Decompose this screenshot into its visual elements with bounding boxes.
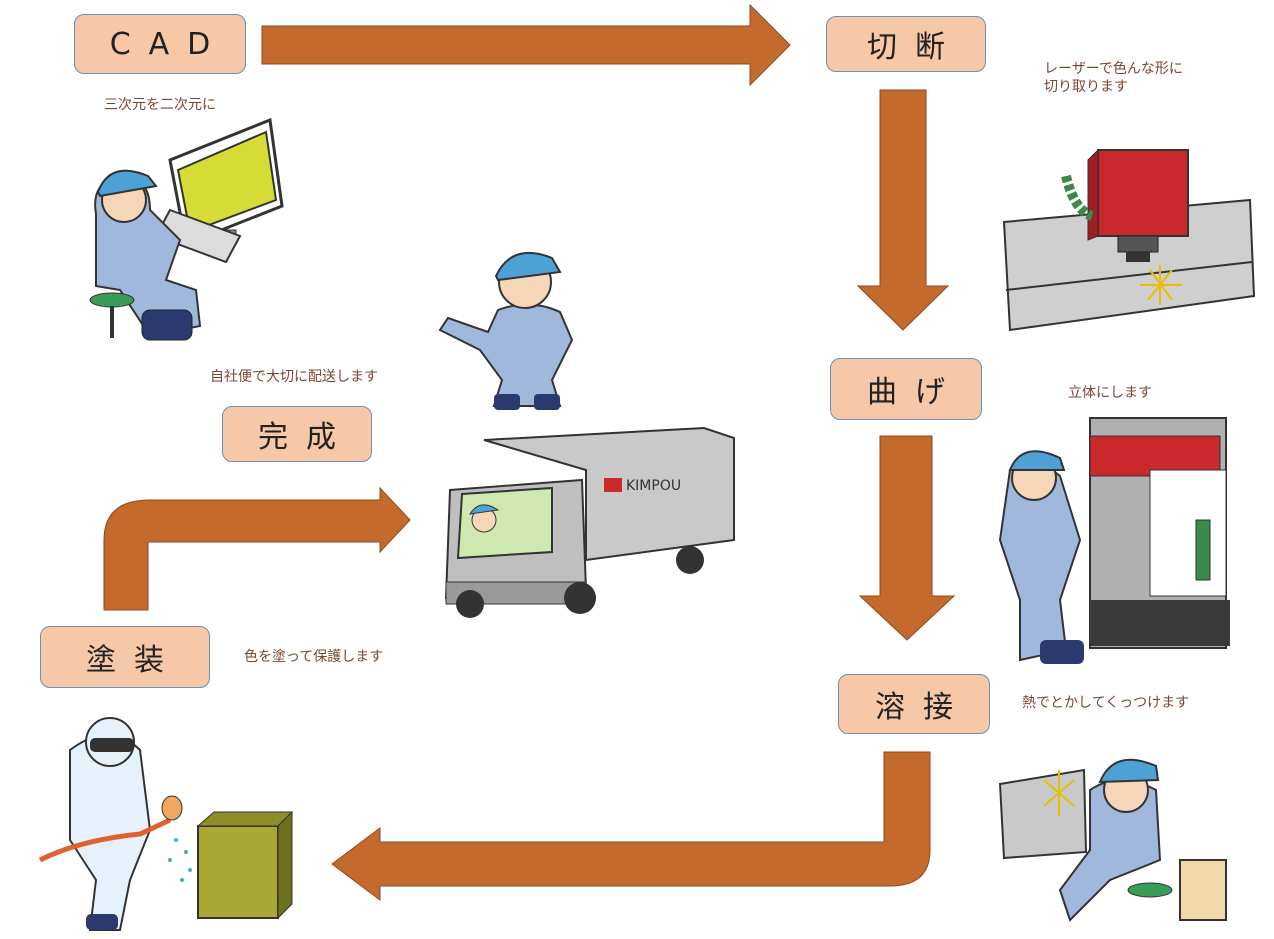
caption-cad: 三次元を二次元に xyxy=(104,97,216,113)
caption-cut: レーザーで色んな形に 切り取ります xyxy=(1044,61,1183,95)
step-cut: 切断 xyxy=(826,16,986,72)
caption-bend: 立体にします xyxy=(1068,385,1152,401)
caption-paint: 色を塗って保護します xyxy=(244,649,384,665)
caption-weld: 熱でとかしてくっつけます xyxy=(1022,695,1190,711)
arrow-cad-to-cut xyxy=(261,3,791,87)
step-done: 完成 xyxy=(222,406,372,462)
truck-logo: KIMPOU xyxy=(626,478,681,494)
step-cad: CAD xyxy=(74,14,246,74)
arrow-paint-to-done xyxy=(103,486,411,611)
step-weld: 溶接 xyxy=(838,674,990,734)
arrow-bend-to-weld xyxy=(858,435,956,641)
step-paint: 塗装 xyxy=(40,626,210,688)
caption-done: 自社便で大切に配送します xyxy=(210,369,378,385)
arrow-cut-to-bend xyxy=(856,89,950,331)
step-bend: 曲げ xyxy=(830,358,982,420)
arrow-weld-to-paint xyxy=(331,751,931,901)
